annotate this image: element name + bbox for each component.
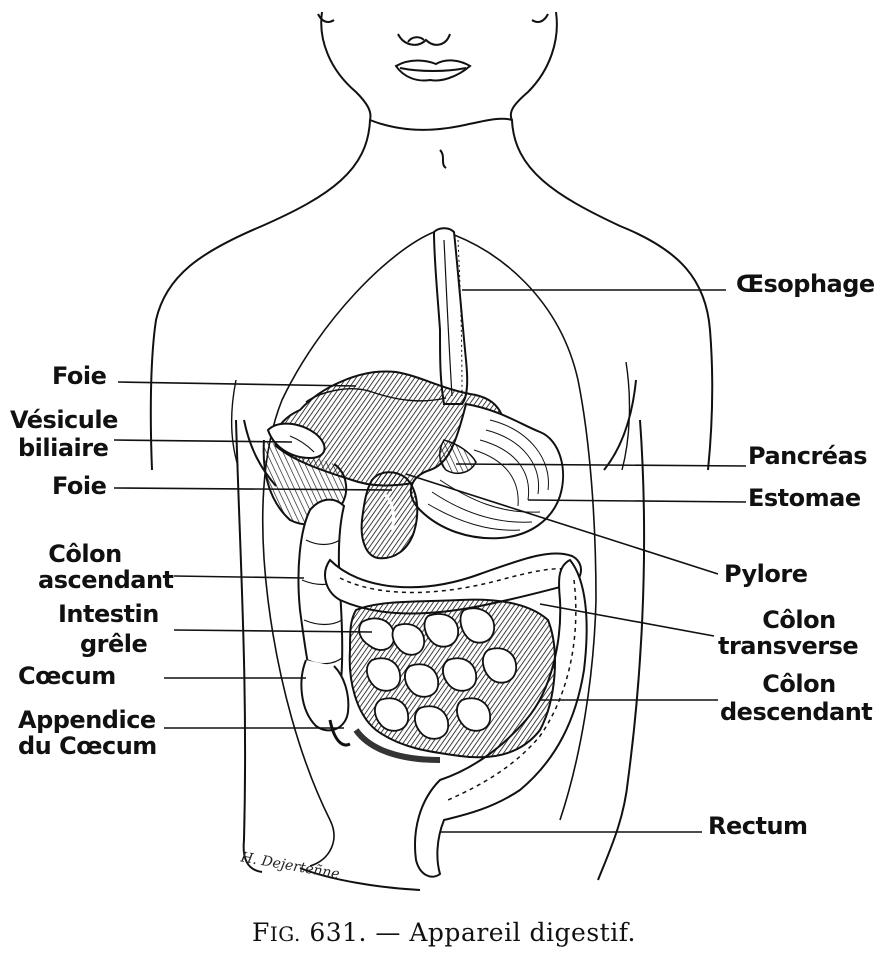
label-ascending-colon-line1: Côlon <box>48 540 122 568</box>
label-caecum: Cœcum <box>18 662 116 690</box>
caption-title: 631. — Appareil digestif. <box>300 918 637 947</box>
label-appendix-line1: Appendice <box>18 706 156 734</box>
small-intestine-shape <box>348 598 556 763</box>
rib-outline <box>231 361 631 471</box>
oesophagus-shape <box>432 227 469 405</box>
label-small-intestine-line2: grêle <box>80 630 148 658</box>
label-gall-bladder-line1: Vésicule <box>10 406 118 434</box>
label-gall-bladder-line2: biliaire <box>18 434 109 462</box>
label-pancreas: Pancréas <box>748 442 868 470</box>
label-stomach: Estomae <box>748 484 861 512</box>
label-transverse-colon-line2: transverse <box>718 632 859 660</box>
caption-fig-first-letter: F <box>251 918 270 947</box>
abdominal-wall-lines <box>261 231 597 867</box>
label-small-intestine-line1: Intestin <box>58 600 159 628</box>
caption-fig-rest: IG. <box>269 922 301 946</box>
label-liver-top: Foie <box>52 362 107 390</box>
figure-caption: FIG. 631. — Appareil digestif. <box>0 918 888 947</box>
gall-bladder-shape <box>266 422 326 460</box>
face-features <box>317 13 549 169</box>
label-transverse-colon-line1: Côlon <box>762 606 836 634</box>
caecum-shape <box>300 659 351 747</box>
label-descending-colon-line2: descendant <box>720 698 873 726</box>
stomach-shape <box>409 402 565 540</box>
label-oesophagus: Œsophage <box>736 270 875 298</box>
label-appendix-line2: du Cœcum <box>18 732 157 760</box>
label-descending-colon-line1: Côlon <box>762 670 836 698</box>
label-liver-bottom: Foie <box>52 472 107 500</box>
body-outline <box>149 11 714 891</box>
label-pylorus: Pylore <box>724 560 808 588</box>
label-ascending-colon-line2: ascendant <box>38 566 174 594</box>
leader-lines <box>113 289 747 833</box>
duodenum-shape <box>360 471 419 560</box>
label-rectum: Rectum <box>708 812 808 840</box>
